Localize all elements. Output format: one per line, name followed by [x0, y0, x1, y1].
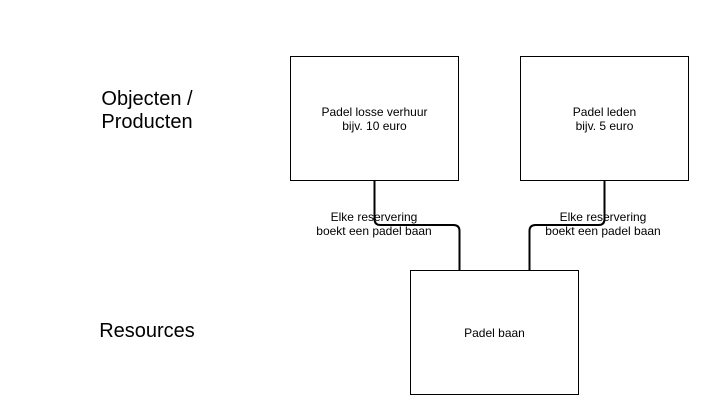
- node-padel-losse-verhuur[interactable]: Padel losse verhuur bijv. 10 euro: [290, 56, 459, 181]
- node-padel-leden[interactable]: Padel leden bijv. 5 euro: [520, 56, 689, 181]
- node-title: Padel baan: [464, 325, 525, 340]
- edge-label-line1: Elke reservering: [559, 210, 647, 224]
- edge-label-line2: boekt een padel baan: [316, 224, 432, 238]
- edge-label-leden: Elke reservering boekt een padel baan: [523, 210, 683, 238]
- node-subtitle: bijv. 10 euro: [342, 118, 407, 133]
- node-padel-baan[interactable]: Padel baan: [410, 270, 579, 395]
- edge-leden-to-baan: [528, 180, 606, 270]
- edge-losse-verhuur-to-baan: [373, 180, 461, 270]
- row-label-objects: Objecten / Producten: [77, 88, 217, 134]
- node-subtitle: bijv. 5 euro: [575, 118, 634, 133]
- row-label-resources: Resources: [99, 320, 195, 342]
- row-label-objects-line1: Objecten /: [101, 88, 193, 110]
- node-title: Padel losse verhuur: [321, 104, 428, 119]
- row-label-objects-line2: Producten: [101, 111, 193, 133]
- node-title: Padel leden: [572, 104, 637, 119]
- edge-label-line1: Elke reservering: [330, 210, 418, 224]
- edge-label-losse-verhuur: Elke reservering boekt een padel baan: [294, 210, 454, 238]
- edge-label-line2: boekt een padel baan: [545, 224, 661, 238]
